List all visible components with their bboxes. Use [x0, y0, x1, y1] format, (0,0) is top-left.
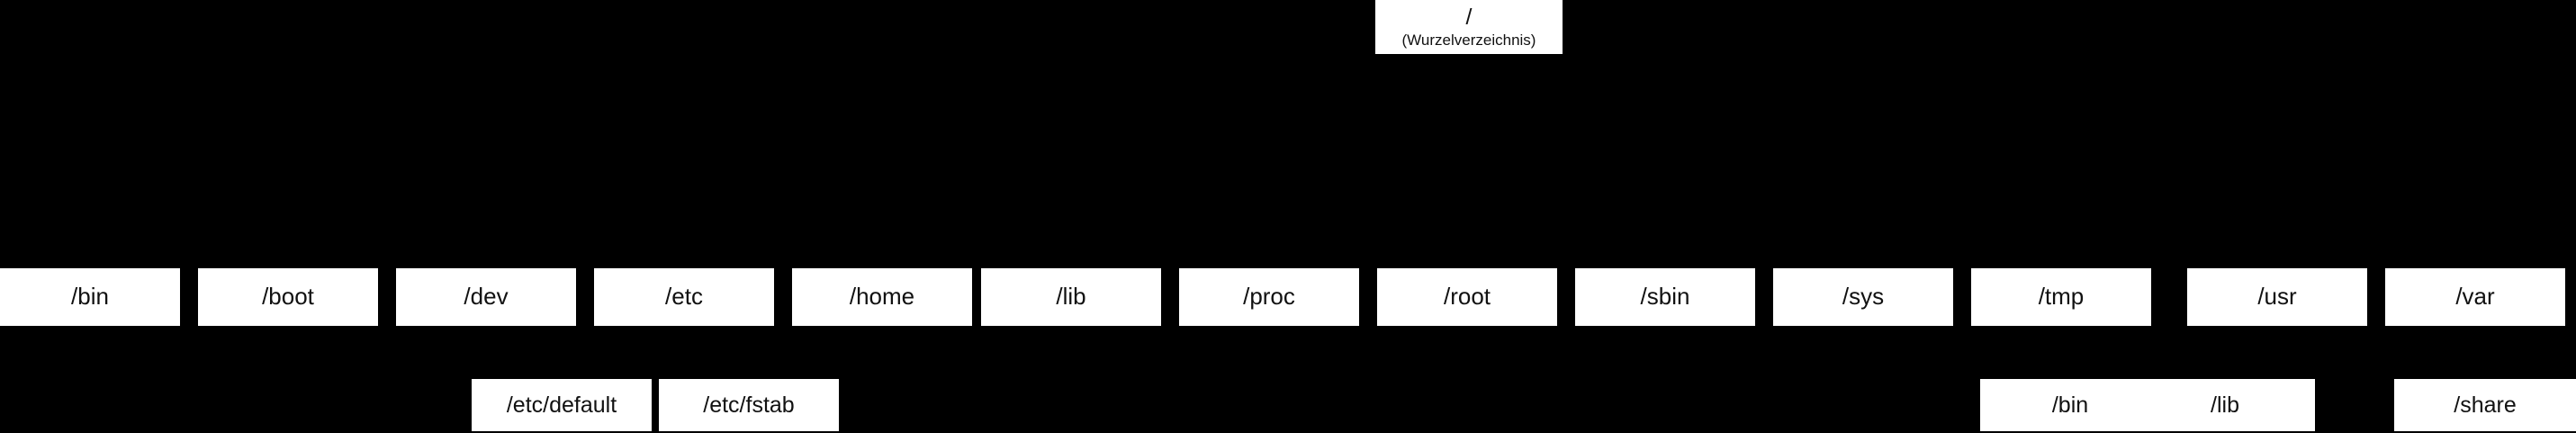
node-proc-label: /proc — [1243, 283, 1295, 311]
node-root[interactable]: /root — [1377, 268, 1557, 326]
node-usr-label: /usr — [2257, 283, 2297, 311]
node-sys[interactable]: /sys — [1773, 268, 1953, 326]
edge-level2-bus — [90, 207, 2475, 209]
node-sbin[interactable]: /sbin — [1575, 268, 1755, 326]
edge-drop-usr-lib — [2224, 353, 2226, 379]
node-usr-share[interactable]: /share — [2394, 379, 2576, 431]
edge-drop-home — [881, 207, 883, 268]
edge-drop-usr-share — [2484, 353, 2486, 379]
edge-bus-etc — [562, 353, 749, 355]
edge-drop-bin — [89, 207, 91, 268]
node-usr-lib[interactable]: /lib — [2135, 379, 2315, 431]
edge-stem-usr — [2276, 326, 2278, 353]
edge-drop-etc — [683, 207, 685, 268]
edge-drop-var — [2474, 207, 2476, 268]
node-lib[interactable]: /lib — [981, 268, 1161, 326]
node-bin-label: /bin — [71, 283, 109, 311]
edge-stem-etc — [683, 326, 685, 353]
edge-drop-boot — [287, 207, 289, 268]
node-root[interactable]: /(Wurzelverzeichnis) — [1375, 0, 1563, 54]
node-bin[interactable]: /bin — [0, 268, 180, 326]
node-root-sublabel: (Wurzelverzeichnis) — [1401, 32, 1536, 50]
edge-drop-proc — [1268, 207, 1270, 268]
node-var[interactable]: /var — [2385, 268, 2565, 326]
node-home-label: /home — [849, 283, 915, 311]
edge-drop-tmp — [2060, 207, 2062, 268]
edge-drop-etc-etc-fstab — [748, 353, 750, 379]
node-etc-etc-fstab-label: /etc/fstab — [703, 392, 795, 418]
node-usr-lib-label: /lib — [2211, 392, 2239, 418]
node-etc-etc-default-label: /etc/default — [506, 392, 617, 418]
node-etc-label: /etc — [665, 283, 703, 311]
node-root-label: / — [1465, 5, 1473, 31]
node-dev-label: /dev — [464, 283, 509, 311]
node-usr[interactable]: /usr — [2187, 268, 2367, 326]
edge-root-stem — [1468, 54, 1470, 207]
node-var-label: /var — [2455, 283, 2495, 311]
node-etc-etc-default[interactable]: /etc/default — [472, 379, 652, 431]
node-boot[interactable]: /boot — [198, 268, 378, 326]
node-tmp-label: /tmp — [2038, 283, 2085, 311]
node-boot-label: /boot — [262, 283, 314, 311]
node-etc-etc-fstab[interactable]: /etc/fstab — [659, 379, 839, 431]
node-sbin-label: /sbin — [1640, 283, 1690, 311]
node-lib-label: /lib — [1056, 283, 1086, 311]
node-dev[interactable]: /dev — [396, 268, 576, 326]
edge-drop-lib — [1070, 207, 1072, 268]
node-root-label: /root — [1443, 283, 1491, 311]
node-sys-label: /sys — [1842, 283, 1885, 311]
edge-drop-dev — [485, 207, 487, 268]
node-usr-bin-label: /bin — [2051, 392, 2089, 418]
edge-drop-sys — [1862, 207, 1864, 268]
node-home[interactable]: /home — [792, 268, 972, 326]
edge-drop-usr-bin — [2069, 353, 2071, 379]
edge-drop-sbin — [1664, 207, 1666, 268]
edge-drop-usr — [2276, 207, 2278, 268]
node-usr-share-label: /share — [2454, 392, 2517, 418]
node-usr-bin[interactable]: /bin — [1980, 379, 2160, 431]
node-tmp[interactable]: /tmp — [1971, 268, 2151, 326]
edge-bus-usr — [2070, 353, 2485, 355]
edge-drop-root — [1466, 207, 1468, 268]
edge-drop-etc-etc-default — [561, 353, 563, 379]
node-etc[interactable]: /etc — [594, 268, 774, 326]
node-proc[interactable]: /proc — [1179, 268, 1359, 326]
